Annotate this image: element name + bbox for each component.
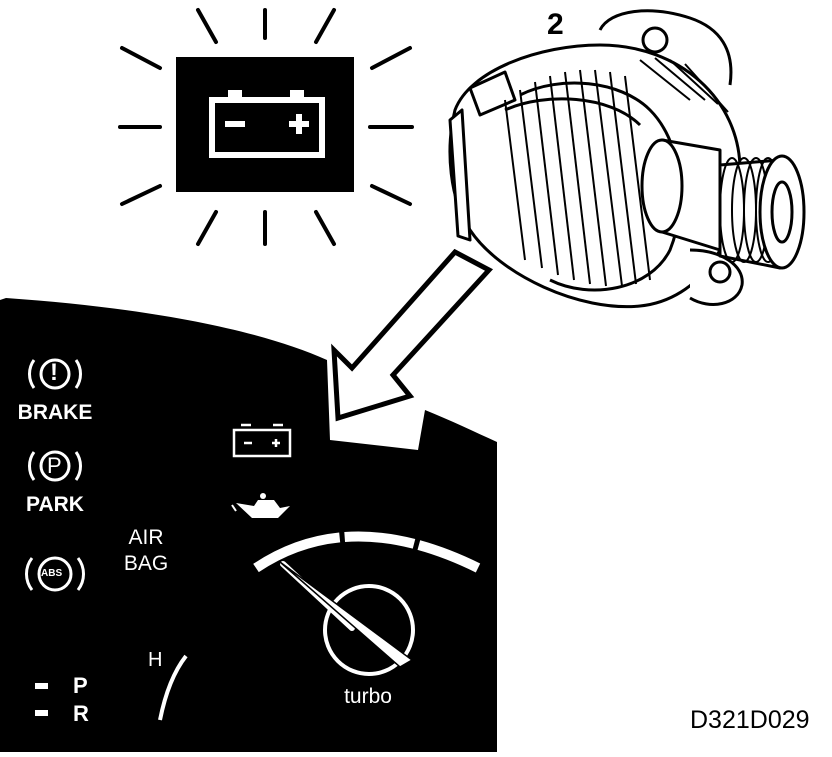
park-brake-symbol — [27, 450, 83, 482]
airbag-label-line1: AIR — [128, 526, 164, 549]
alternator-illustration — [448, 9, 806, 309]
airbag-label-line2: BAG — [123, 552, 169, 575]
brake-warning-symbol — [27, 358, 83, 390]
oil-pressure-symbol — [231, 493, 290, 518]
brake-label: BRAKE — [17, 401, 93, 424]
figure-code: D321D029 — [690, 706, 810, 734]
gear-r-label: R — [73, 701, 89, 726]
abs-warning-symbol — [25, 556, 85, 592]
brake-symbol-text: ! — [50, 359, 58, 386]
gear-p-label: P — [73, 673, 88, 698]
charge-warning-lamp — [118, 8, 414, 246]
temperature-h-label: H — [148, 649, 163, 671]
abs-symbol-text: ABS — [41, 568, 63, 579]
pointer-arrow — [331, 248, 494, 422]
turbo-gauge — [253, 531, 481, 676]
glow-rays — [118, 8, 414, 246]
battery-warning-symbol — [232, 423, 292, 458]
park-symbol-text: P — [47, 453, 62, 478]
callout-number: 2 — [547, 8, 564, 41]
gear-indicator-dashes — [35, 683, 48, 716]
temperature-gauge-arc — [158, 654, 188, 721]
park-label: PARK — [26, 493, 84, 516]
turbo-label: turbo — [344, 685, 392, 708]
